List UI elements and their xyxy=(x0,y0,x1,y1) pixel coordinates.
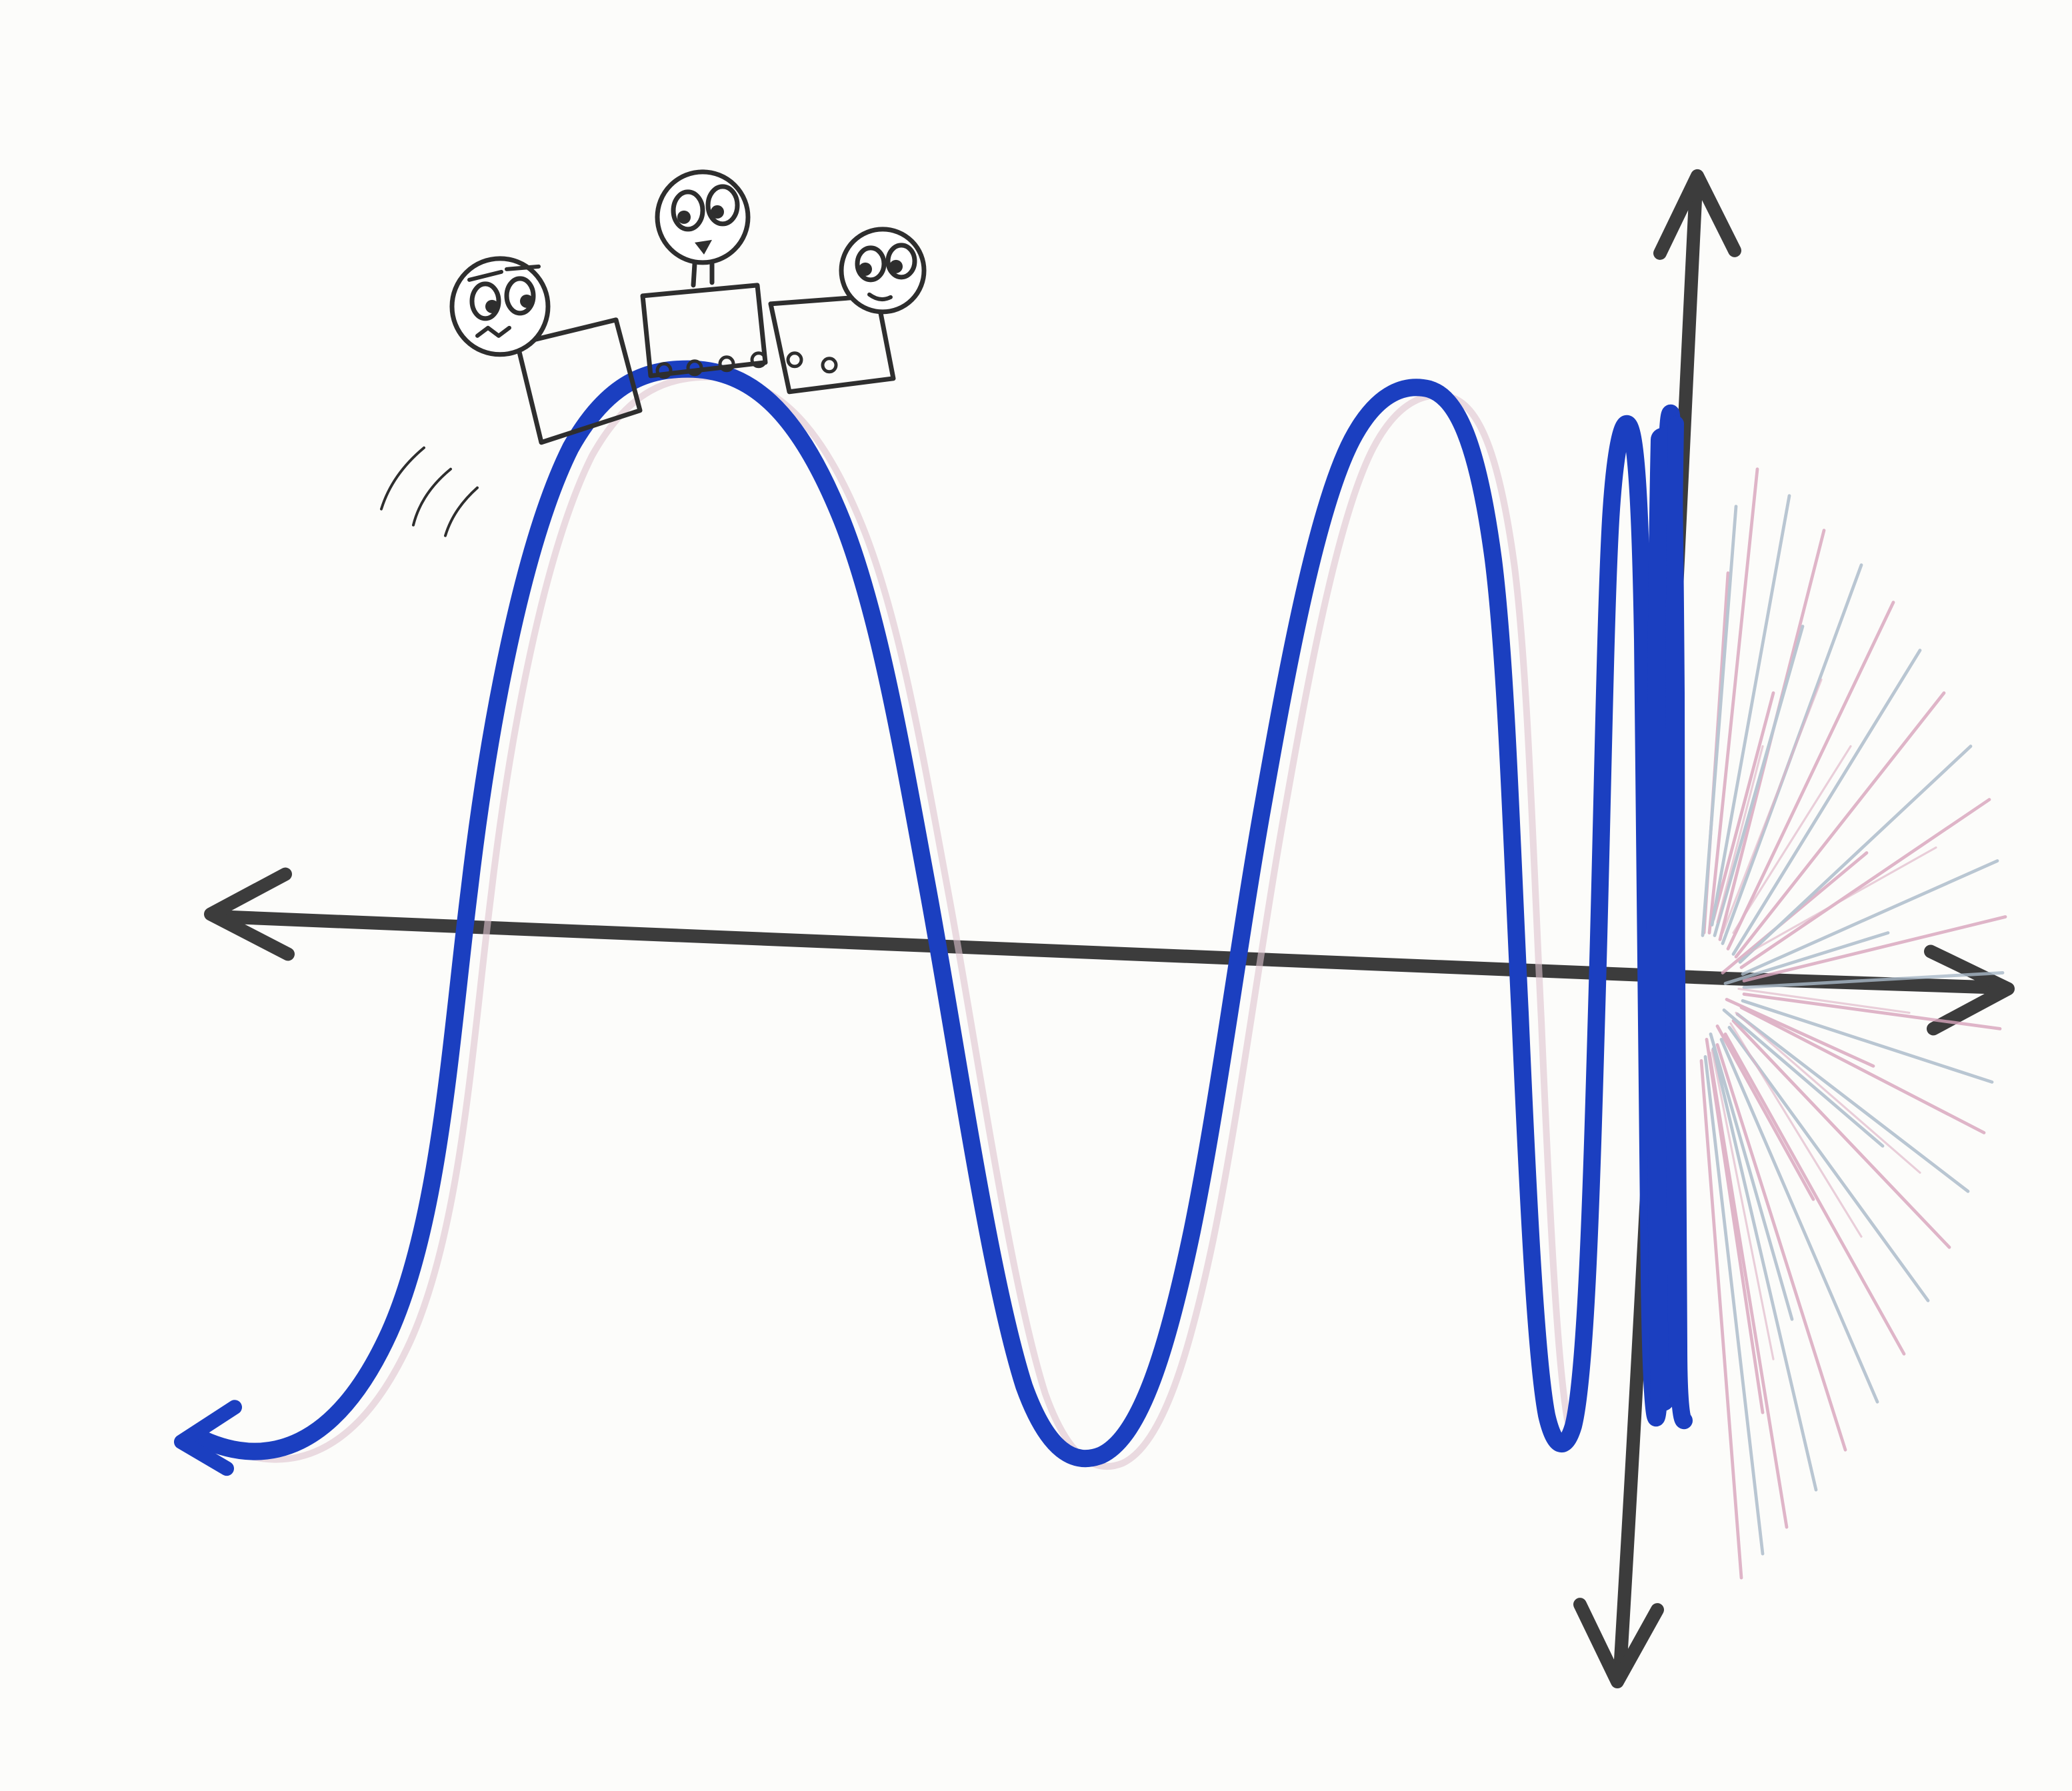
rider-right-eye-l xyxy=(855,245,887,283)
rider-middle xyxy=(640,169,768,379)
wheel xyxy=(750,351,767,369)
rider-right xyxy=(768,227,927,395)
rider-middle-pupil-r xyxy=(711,205,724,219)
rider-middle-pupil-l xyxy=(677,210,691,224)
cart-right xyxy=(768,293,896,395)
wheel xyxy=(786,351,803,369)
cart-left xyxy=(515,317,643,445)
burst-fine-rays xyxy=(1711,679,1937,1360)
burst-scribble xyxy=(1699,467,2007,1580)
rider-right-pupil-l xyxy=(859,262,872,276)
rider-middle-neck xyxy=(691,260,715,288)
riders-doodle xyxy=(380,169,927,537)
wave-echo xyxy=(221,373,1571,1470)
rider-left xyxy=(449,256,643,445)
rider-middle-mouth xyxy=(695,239,712,255)
wheel xyxy=(718,355,735,373)
rider-left-pupil-l xyxy=(485,299,499,313)
burst-blue-rays xyxy=(1701,494,2005,1556)
wave-dense-band-1 xyxy=(1647,427,1675,1412)
x-axis-line xyxy=(217,910,2001,994)
wave-dense-band-2 xyxy=(1665,415,1685,1402)
rider-left-pupil-r xyxy=(520,294,533,308)
rider-right-mouth xyxy=(867,292,893,302)
chirp-wave-group xyxy=(174,360,1693,1476)
wave-left-arrowhead xyxy=(174,1400,242,1476)
x-axis-left-arrowhead xyxy=(204,867,295,961)
rider-left-mouth xyxy=(475,325,511,338)
motion-lines xyxy=(380,446,479,537)
y-axis-top-arrowhead xyxy=(1653,169,1741,260)
rider-right-pupil-r xyxy=(889,259,903,273)
rider-middle-eye-l xyxy=(671,189,705,232)
rider-middle-eye-r xyxy=(705,184,740,227)
wheel xyxy=(686,359,703,377)
rider-left-brow xyxy=(467,264,541,282)
y-axis-bottom-arrowhead xyxy=(1573,1598,1664,1689)
wheel xyxy=(655,362,673,379)
wheel xyxy=(821,357,838,374)
cart-wheels xyxy=(655,351,838,379)
